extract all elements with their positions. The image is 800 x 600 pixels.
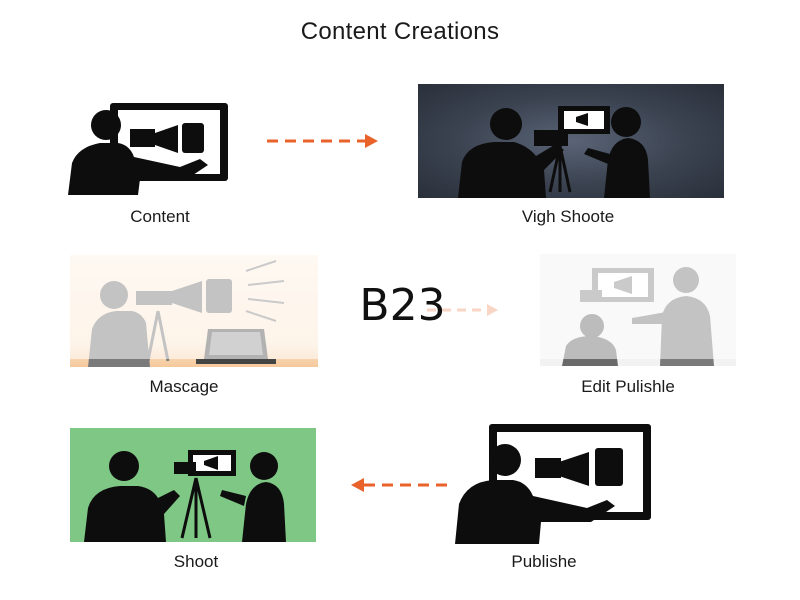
diagram-title: Content Creations <box>300 18 500 45</box>
filming-crew-icon <box>458 106 650 198</box>
arrow-left-icon <box>351 478 448 492</box>
monitor-camera-icon <box>60 103 245 205</box>
step-label-edit-pulishle: Edit Pulishle <box>581 377 675 396</box>
shooting-icon <box>84 450 286 542</box>
step-label-vigh-shoote: Vigh Shoote <box>521 207 615 226</box>
overlay-label: B23 <box>359 280 446 331</box>
step-label-shoot: Shoot <box>173 552 219 571</box>
overlay-band <box>0 239 800 359</box>
step-label-content: Content <box>130 207 190 226</box>
shoot-panel <box>70 428 316 542</box>
content-panel <box>60 95 245 205</box>
step-label-mascage: Mascage <box>149 377 219 396</box>
publishe-panel <box>455 418 665 544</box>
publish-screen-icon <box>455 424 651 544</box>
step-label-publishe: Publishe <box>511 552 577 571</box>
arrow-right-icon <box>267 134 378 148</box>
vigh-shoote-panel <box>418 84 724 198</box>
